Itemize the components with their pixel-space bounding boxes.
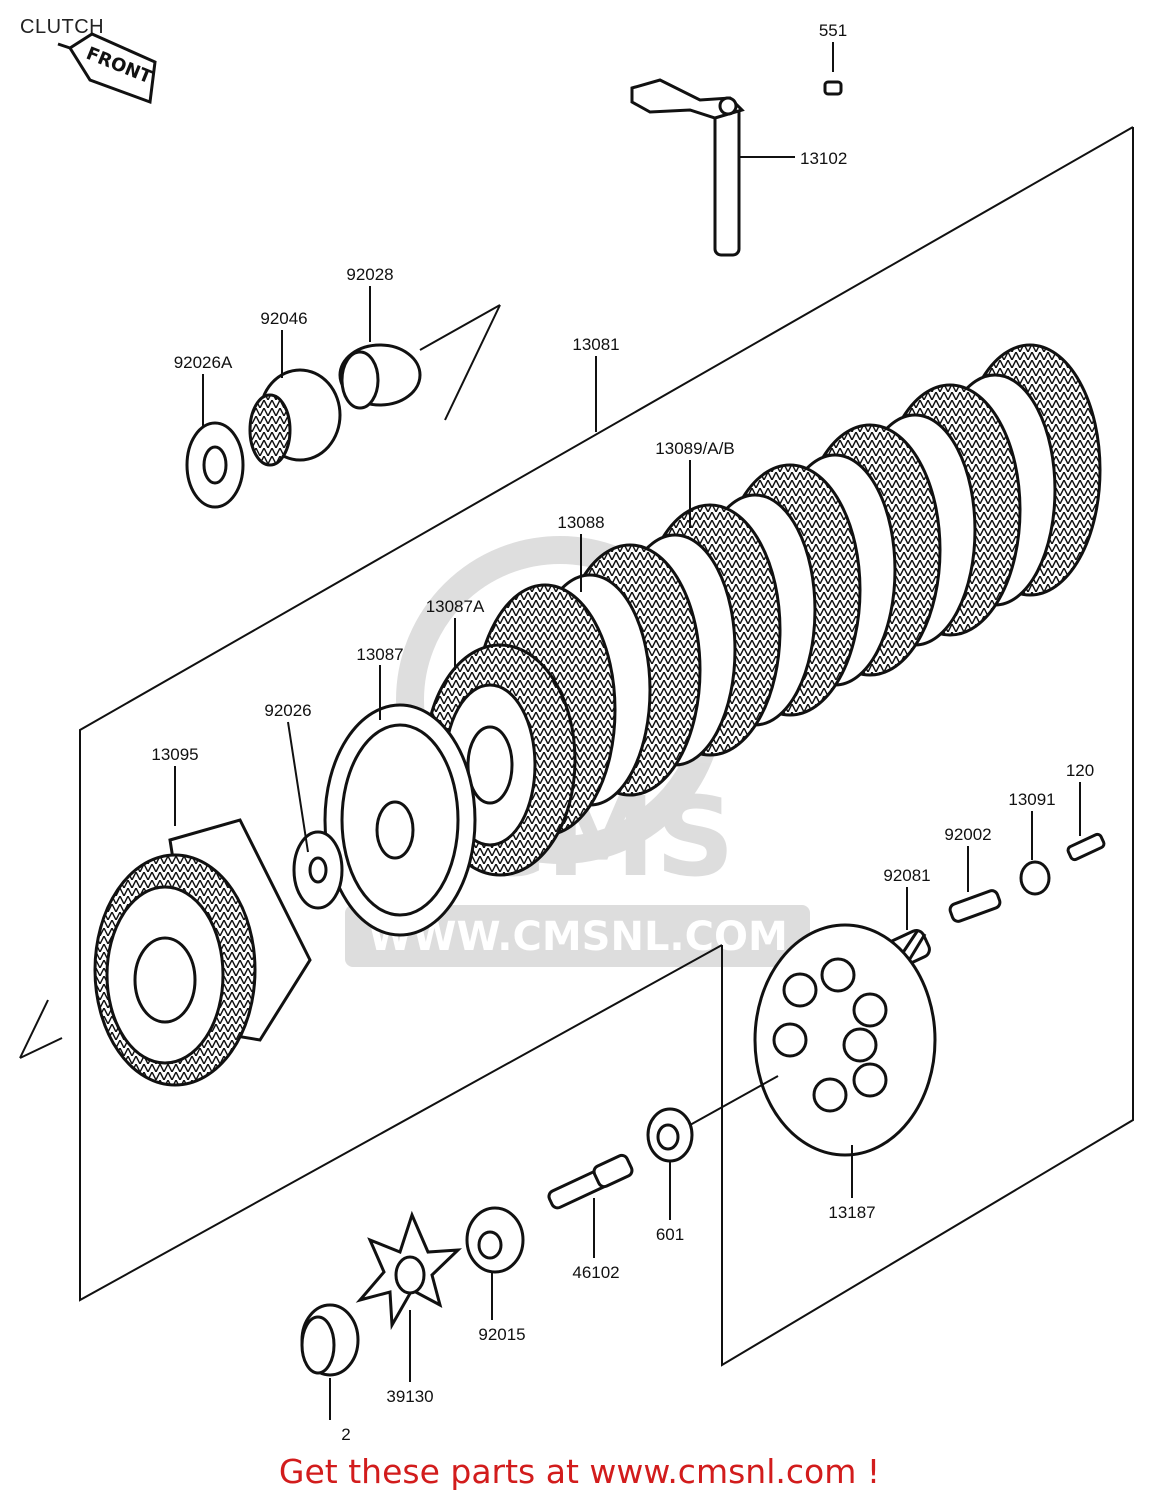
label-92026: 92026 [264,701,311,720]
spider-39130 [355,1210,463,1331]
label-13187: 13187 [828,1203,875,1222]
label-13087a: 13087A [426,597,485,616]
part-labels: 551 13102 92028 92046 92026A 13081 13089… [151,21,1094,1440]
watermark-text: WWW.CMSNL.COM [368,914,788,960]
label-13088: 13088 [557,513,604,532]
push-lever-rod [630,78,745,257]
pin-part [823,80,843,96]
pushrod-axis-line [689,1075,779,1126]
label-601: 601 [656,1225,684,1244]
washer-92026a [185,421,245,509]
plate-13087 [323,703,477,937]
nut-92015 [465,1206,525,1274]
label-92015: 92015 [478,1325,525,1344]
pressure-plate-13187 [753,923,937,1157]
bearing-601 [646,1107,694,1163]
label-551: 551 [819,21,847,40]
label-13091: 13091 [1008,790,1055,809]
pushrod-46102 [547,1153,634,1210]
label-120: 120 [1066,761,1094,780]
label-46102: 46102 [572,1263,619,1282]
label-92028: 92028 [346,265,393,284]
assembly-outline [19,126,1134,1367]
label-13081: 13081 [572,335,619,354]
label-39130: 39130 [386,1387,433,1406]
label-92081: 92081 [883,866,930,885]
needle-bearing-92046 [248,368,342,467]
label-13087: 13087 [356,645,403,664]
bearing-bracket [419,304,501,421]
label-92026a: 92026A [174,353,233,372]
clutch-housing-13095 [93,818,312,1087]
collar-part [300,1303,360,1377]
label-13102: 13102 [800,149,847,168]
label-13095: 13095 [151,745,198,764]
label-13089: 13089/A/B [655,439,734,458]
clutch-plate-stack [473,343,1102,837]
washer-92026 [292,830,344,910]
screw-120 [1066,832,1106,862]
label-92002: 92002 [944,825,991,844]
leader-lines [174,42,1081,1420]
clutch-exploded-diagram: CMS WWW.CMSNL.COM FRONT [19,21,1134,1440]
bushing-92028 [338,343,422,410]
footer-link[interactable]: Get these parts at www.cmsnl.com ! [278,1452,881,1491]
label-92046: 92046 [260,309,307,328]
washer-13091 [1019,860,1051,896]
label-2: 2 [341,1425,350,1440]
footer-banner: Get these parts at www.cmsnl.com ! [0,1452,1159,1491]
bolt-92002 [948,889,1002,923]
diagram-title: CLUTCH [20,16,105,38]
front-arrow: FRONT [57,32,157,105]
